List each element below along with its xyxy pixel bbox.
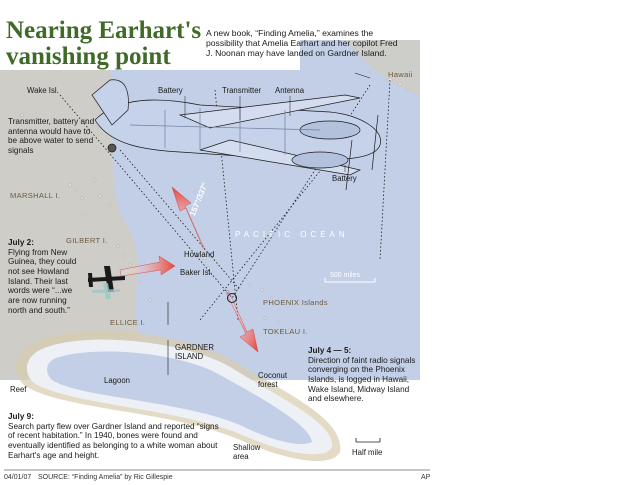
hawaii-label: Hawaii (388, 70, 413, 79)
july9-text: Search party flew over Gardner Island an… (8, 421, 219, 460)
july2-text: Flying from New Guinea, they could not s… (8, 247, 77, 315)
map-scale-label: 500 miles (330, 272, 360, 279)
map-scale-bar (324, 278, 376, 283)
antenna-label: Antenna (275, 86, 305, 95)
baker-island-label: Baker Isl. (180, 268, 213, 277)
island-dots (20, 70, 410, 332)
july9-date: July 9: (8, 412, 34, 421)
island-scale-bar (355, 438, 381, 443)
footer-date: 04/01/07 (4, 474, 32, 481)
radio-bearing-lines (59, 79, 391, 321)
battery-bottom-label: Battery (332, 174, 357, 183)
july45-note: July 4 — 5: Direction of faint radio sig… (308, 346, 420, 404)
ellice-islands-label: ELLICE I. (110, 318, 146, 327)
marshall-islands-label: MARSHALL I. (10, 191, 61, 200)
pacific-ocean-label: PACIFIC OCEAN (235, 230, 349, 239)
intro-text: A new book, “Finding Amelia,” examines t… (206, 28, 398, 59)
gilbert-islands-label: GILBERT I. (66, 236, 108, 245)
lagoon-label: Lagoon (104, 376, 131, 385)
battery-top-label: Battery (158, 86, 183, 95)
july2-date: July 2: (8, 238, 34, 247)
coconut-forest-label: Coconut forest (258, 371, 288, 390)
arrow-east (119, 255, 176, 277)
howland-label: Howland (184, 250, 215, 259)
arrow-south (225, 289, 259, 353)
reef-label: Reef (10, 385, 27, 394)
half-mile-label: Half mile (352, 448, 383, 457)
july45-date: July 4 — 5: (308, 346, 352, 355)
footer-agency: AP (421, 474, 431, 481)
small-plane-shadow (92, 283, 120, 299)
plane-label-leaders (184, 96, 346, 172)
small-plane-icon (88, 266, 125, 292)
july9-note: July 9: Search party flew over Gardner I… (8, 412, 223, 460)
hawaii-leader (354, 72, 371, 79)
electra-plane (91, 79, 381, 191)
gardner-atoll (15, 331, 341, 462)
gardner-island-label: GARDNER ISLAND (175, 343, 214, 362)
july2-note: July 2: Flying from New Guinea, they cou… (8, 238, 86, 315)
phoenix-islands-label: PHOENIX Islands (263, 298, 328, 307)
search-target (227, 293, 237, 303)
transmitter-note: Transmitter, battery and antenna would h… (8, 117, 95, 156)
headline: Nearing Earhart's vanishing point (6, 17, 202, 71)
arrow-north (171, 186, 206, 251)
july45-text: Direction of faint radio signals converg… (308, 355, 416, 404)
shallow-area-label: Shallow area (233, 443, 261, 462)
tokelau-islands-label: TOKELAU I. (263, 327, 308, 336)
wake-island-label: Wake Isl. (27, 86, 59, 95)
footer-source: SOURCE: “Finding Amelia” by Ric Gillespi… (38, 474, 173, 481)
transmitter-label: Transmitter (222, 86, 262, 95)
land-hawaii (345, 40, 420, 95)
